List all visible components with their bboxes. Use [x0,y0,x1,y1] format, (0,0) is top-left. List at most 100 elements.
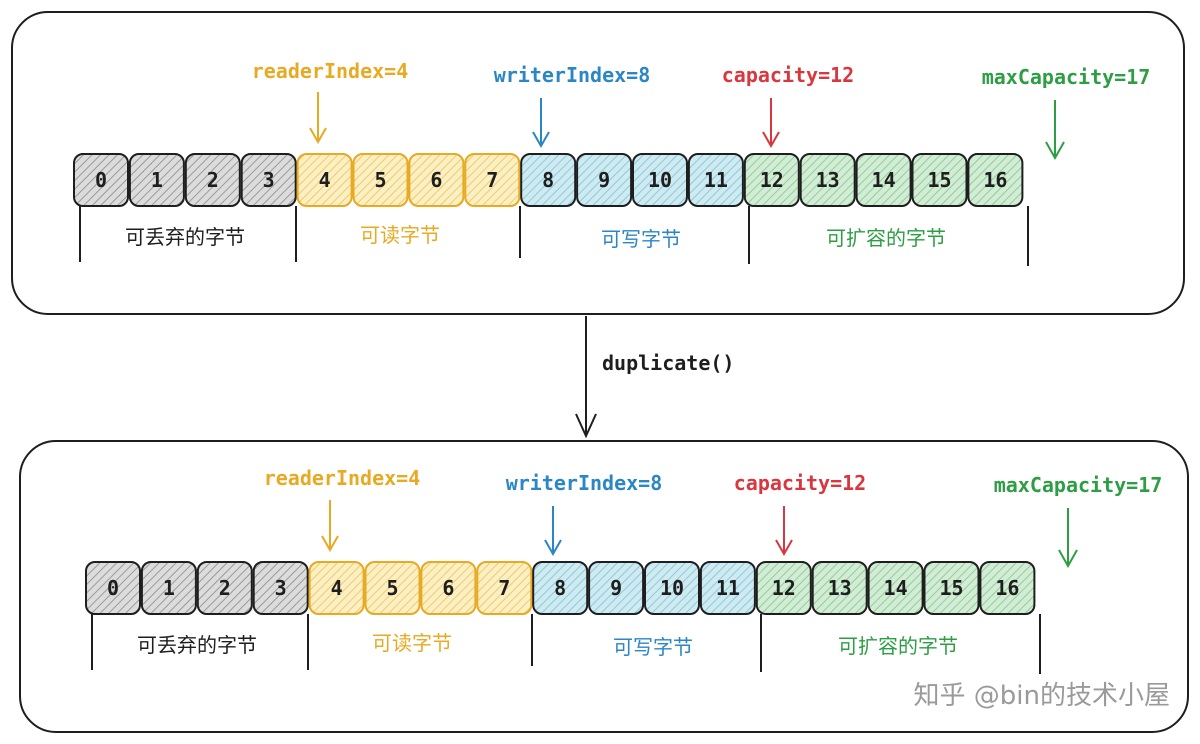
byte-cell [632,153,688,207]
readable-bytes-label: 可读字节 [360,223,440,247]
byte-cell-index: 1 [151,168,163,192]
byte-cell-index: 16 [983,168,1007,192]
byte-cell [352,153,409,207]
byte-cell-index: 2 [207,168,219,192]
byte-cell [687,153,744,207]
byte-cell [184,153,241,207]
byte-cell [420,561,477,615]
byte-cell-index: 0 [95,168,107,192]
byte-cell-index: 11 [704,168,728,192]
byte-cell-index: 12 [772,576,796,600]
byte-cell [699,561,756,615]
byte-cell [755,561,812,615]
byte-cell [364,561,421,615]
byte-cell-index: 8 [554,576,566,600]
byte-cell-index: 15 [939,576,963,600]
byte-cell-index: 10 [648,168,672,192]
byte-cell-index: 1 [163,576,175,600]
max-capacity-arrow [1045,100,1065,161]
byte-cell [252,561,309,615]
byte-cell-index: 6 [430,168,442,192]
byte-cell-index: 4 [319,168,331,192]
buffer-panel-duplicate: readerIndex=4 writerIndex=8 capacity=12 … [19,440,1189,733]
capacity-label: capacity=12 [734,471,866,495]
byte-cell [520,153,577,207]
byte-cell-index: 4 [331,576,343,600]
byte-cell [576,153,633,207]
readable-bytes-label: 可读字节 [372,631,452,655]
byte-cell-index: 14 [872,168,896,192]
byte-cell-index: 13 [828,576,852,600]
byte-cell-index: 9 [610,576,622,600]
byte-cell [140,561,197,615]
byte-cell [644,561,700,615]
capacity-arrow [762,98,780,149]
panel-frame [19,440,1189,733]
byte-cell-index: 5 [386,576,398,600]
writer-index-arrow [544,506,562,557]
reader-index-arrow [321,500,339,553]
byte-cell [855,153,912,207]
max-capacity-label: maxCapacity=17 [994,473,1163,497]
byte-cell [196,561,253,615]
byte-cell [967,153,1024,207]
reader-index-label: readerIndex=4 [252,59,409,83]
reader-index-label: readerIndex=4 [264,466,421,490]
writable-bytes-label: 可写字节 [613,635,693,659]
byte-cell-index: 12 [760,168,784,192]
byte-cell [73,153,129,207]
discardable-bytes-label: 可丢弃的字节 [125,225,245,249]
byte-cell [476,561,533,615]
writer-index-label: writerIndex=8 [506,471,663,495]
byte-cell-index: 7 [486,168,498,192]
byte-cell-index: 14 [884,576,908,600]
byte-cell [867,561,924,615]
expandable-bytes-label: 可扩容的字节 [838,634,958,658]
byte-cell [296,153,353,207]
byte-cell [799,153,856,207]
byte-cell [532,561,589,615]
duplicate-operation-label: duplicate() [602,351,734,375]
byte-cell-index: 9 [598,168,610,192]
writable-bytes-label: 可写字节 [601,227,681,251]
region-dividers [79,206,1029,266]
byte-cell-index: 7 [498,576,510,600]
byte-cell [811,561,868,615]
max-capacity-arrow [1058,508,1078,569]
panel-frame [11,11,1185,315]
byte-cell [128,153,185,207]
max-capacity-label: maxCapacity=17 [982,65,1151,89]
watermark: 知乎 @bin的技术小屋 [914,681,1170,711]
byte-cell-index: 6 [442,576,454,600]
byte-cell-index: 2 [219,576,231,600]
byte-cell [85,561,141,615]
byte-cell-index: 15 [927,168,951,192]
writer-index-label: writerIndex=8 [494,63,651,87]
byte-cell-index: 16 [995,576,1019,600]
byte-cell-index: 10 [660,576,684,600]
byte-cell-index: 3 [275,576,287,600]
region-dividers [91,614,1041,674]
byte-cell [408,153,465,207]
byte-cell [308,561,365,615]
discardable-bytes-label: 可丢弃的字节 [137,633,257,657]
byte-cell-index: 3 [263,168,275,192]
byte-cell [464,153,521,207]
byte-cell [588,561,645,615]
byte-cell [923,561,980,615]
duplicate-arrow [575,316,597,439]
buffer-panel-original: readerIndex=4 writerIndex=8 capacity=12 … [11,11,1185,315]
byte-cell-index: 0 [107,576,119,600]
reader-index-arrow [309,92,327,145]
writer-index-arrow [532,98,550,149]
byte-cell [240,153,297,207]
expandable-bytes-label: 可扩容的字节 [826,226,946,250]
byte-cell [743,153,800,207]
byte-cell-index: 11 [716,576,740,600]
byte-cell [979,561,1036,615]
byte-cell-index: 5 [374,168,386,192]
byte-cell-index: 8 [542,168,554,192]
